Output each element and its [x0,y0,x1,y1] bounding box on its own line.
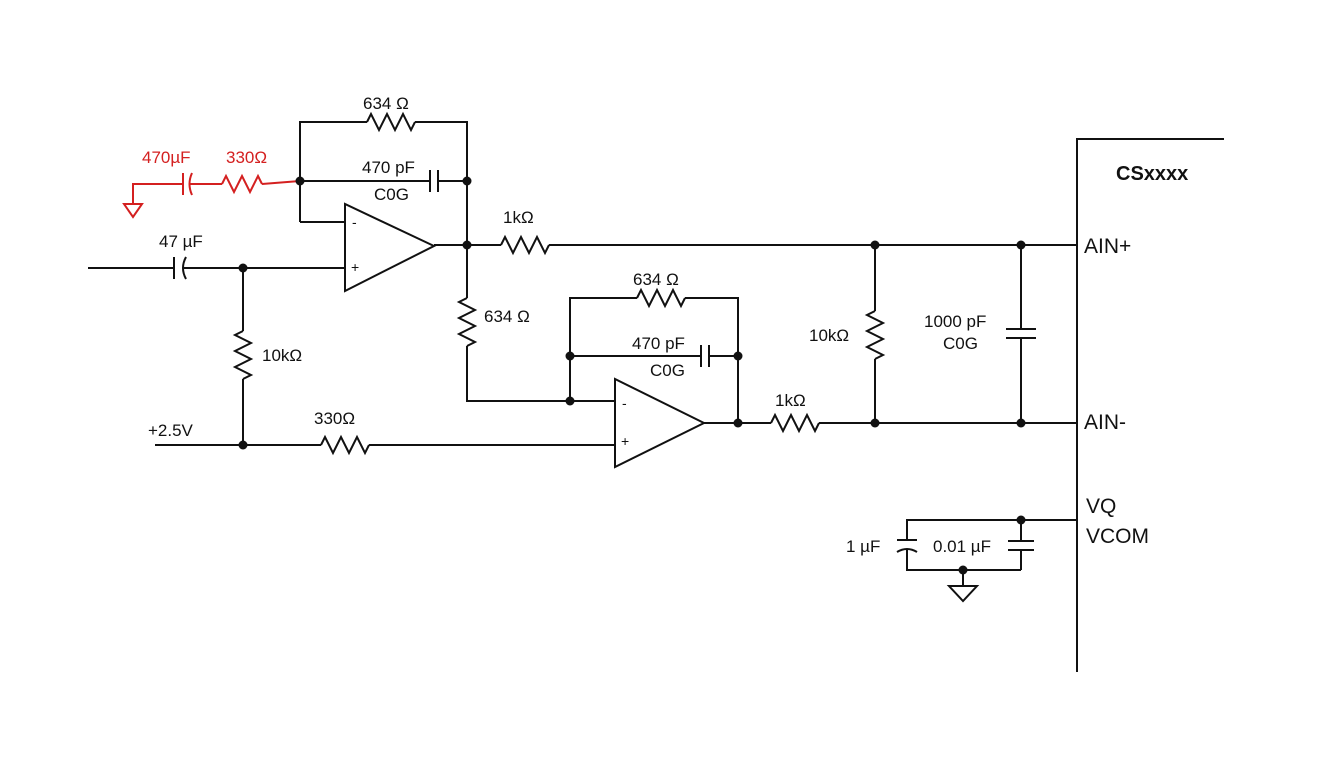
pin-vq: VQ [1086,495,1116,518]
top-opamp-minus: - [352,214,357,230]
top-opamp-plus: + [351,259,359,275]
series-resistor-bottom [770,412,820,434]
inter-stage-resistor [456,297,478,347]
diff-resistor-label: 10kΩ [809,326,849,345]
series-resistor-top [500,234,550,256]
red-resistor [221,173,263,195]
pin-ain-minus: AIN- [1084,411,1126,434]
bottom-feedback-cap-type: C0G [650,361,685,380]
vq-cap-2-label: 0.01 µF [933,537,991,556]
junction-dots [238,176,1026,575]
inter-stage-resistor-label: 634 Ω [484,307,530,326]
bottom-feedback-resistor [636,287,686,309]
top-feedback-cap-type: C0G [374,185,409,204]
input-cap-label: 47 µF [159,232,203,251]
bias-series-resistor-label: 330Ω [314,409,355,428]
red-capacitor-label: 470µF [142,148,191,167]
vq-decoupling [896,519,1077,603]
top-stage-wiring [88,111,1077,456]
bottom-feedback-cap-label: 470 pF [632,334,685,353]
chip-body [1076,138,1224,672]
vq-cap-1-label: 1 µF [846,537,880,556]
top-feedback-resistor [366,111,416,133]
ground-symbol [946,585,980,603]
bottom-feedback-resistor-label: 634 Ω [633,270,679,289]
bottom-opamp-plus: + [621,433,629,449]
bias-series-resistor [320,434,370,456]
top-feedback-cap-label: 470 pF [362,158,415,177]
bottom-opamp [614,377,707,469]
top-opamp [344,202,437,293]
diff-cap-label: 1000 pF [924,312,986,331]
bias-voltage-label: +2.5V [148,421,194,440]
red-resistor-label: 330Ω [226,148,267,167]
bias-resistor-label: 10kΩ [262,346,302,365]
series-resistor-bottom-label: 1kΩ [775,391,806,410]
red-snubber-branch [122,172,301,219]
pin-vcom: VCOM [1086,525,1149,548]
bias-resistor [232,330,254,380]
bottom-opamp-minus: - [622,395,627,411]
series-resistor-top-label: 1kΩ [503,208,534,227]
diff-resistor [864,310,886,360]
red-ground-symbol [122,203,144,219]
chip-name: CSxxxx [1116,163,1188,185]
pin-ain-plus: AIN+ [1084,235,1131,258]
diff-cap-type: C0G [943,334,978,353]
top-feedback-resistor-label: 634 Ω [363,94,409,113]
differential-filter [864,245,1036,423]
